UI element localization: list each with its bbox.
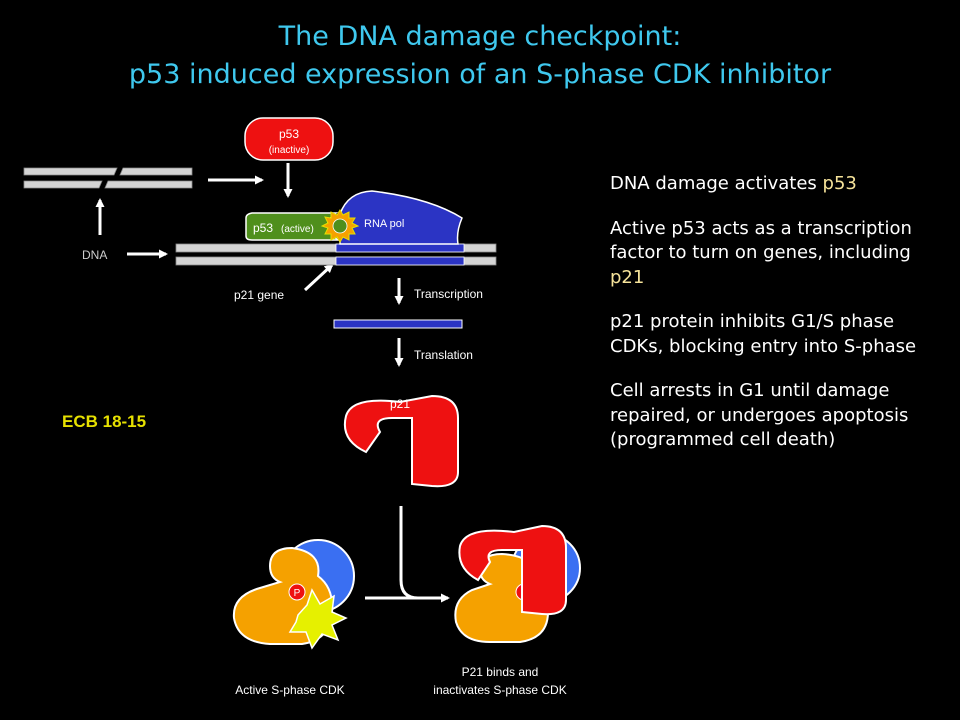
gene-dna [175,243,497,266]
phosphate-icon [288,583,306,601]
p21-bound-shape [458,524,567,616]
bullet-2-highlight: p21 [610,266,645,288]
p21-protein-shape: p21 [344,394,459,488]
p21-gene-segment-top [335,243,465,253]
slide-title-line1: The DNA damage checkpoint: [278,21,682,52]
p53-active-sublabel: (active) [281,224,314,235]
phosphate-label: P [294,588,301,599]
slide-title-line2: p53 induced expression of an S-phase CDK… [128,59,832,90]
bullet-4: Cell arrests in G1 until damage repaired… [610,380,909,450]
p21-gene-label: p21 gene [234,288,284,302]
p21-label: p21 [390,397,410,411]
p53-inactive-sublabel: (inactive) [269,145,310,156]
p21-gene-segment-bottom [335,256,465,266]
translation-label: Translation [414,348,473,362]
p53-active-label: p53 [253,221,273,235]
rna-polymerase-shape [339,190,463,245]
bullet-1-text: DNA damage activates [610,173,823,194]
figure-reference: ECB 18-15 [62,412,147,431]
active-site-star-icon [288,588,348,650]
inactive-caption-line1: P21 binds and [462,665,539,679]
bullet-3: p21 protein inhibits G1/S phase CDKs, bl… [610,311,917,357]
p53-inactive-shape: p53 (inactive) [244,117,334,161]
transcription-label: Transcription [414,287,483,301]
bullet-list: DNA damage activates p53 Active p53 acts… [610,172,950,473]
inhibited-cdk-complex: P [454,524,581,643]
inactive-caption-line2: inactivates S-phase CDK [433,683,566,697]
bullet-1-highlight: p53 [822,173,857,194]
bullet-1: DNA damage activates p53 [610,172,950,197]
p21-mrna [333,319,463,329]
bullet-2: Active p53 acts as a transcription facto… [610,217,950,291]
active-cdk-complex: P [232,539,355,650]
p21-binding-curve [399,506,419,600]
p21-gene-pointer-arrow [303,263,334,292]
dna-label: DNA [82,248,107,262]
bullet-2-text: Active p53 acts as a transcription facto… [610,217,912,264]
p53-inactive-label: p53 [279,127,299,141]
active-cdk-caption: Active S-phase CDK [235,683,344,697]
rna-pol-label: RNA pol [364,218,404,230]
p53-active-shape: p53 (active) [245,212,341,241]
damaged-dna-icon [23,167,193,189]
